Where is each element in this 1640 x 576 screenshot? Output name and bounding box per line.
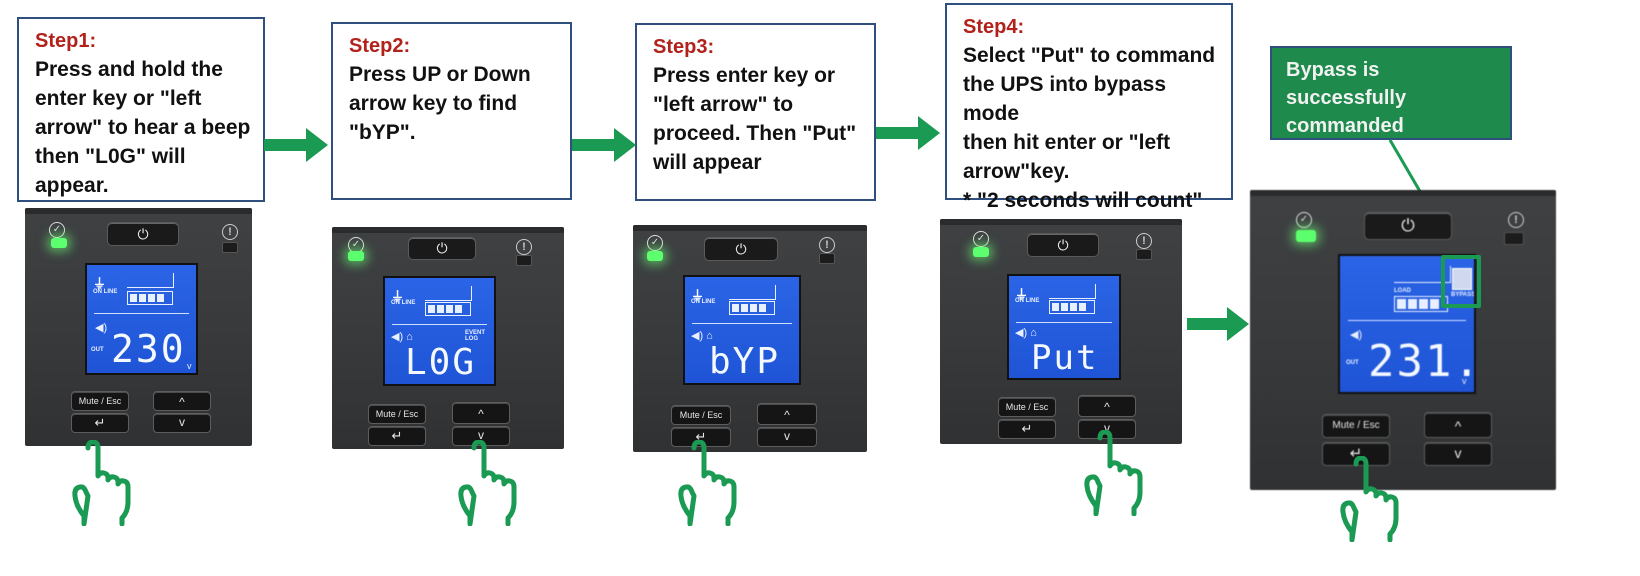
step4-box: Step4: Select "Put" to command the UPS i… (945, 3, 1233, 212)
step2-box: Step2: Press UP or Down arrow key to fin… (331, 22, 572, 200)
power-button[interactable]: ⏻ (704, 237, 778, 261)
step4-line: the UPS into bypass mode (963, 73, 1167, 125)
unit-label: v (1462, 376, 1467, 386)
up-button[interactable]: ^ (452, 402, 510, 424)
enter-button[interactable]: ↵ (368, 426, 426, 446)
warning-led (222, 242, 238, 253)
online-led (51, 238, 67, 248)
step2-line: Press UP or Down (349, 63, 531, 86)
up-button[interactable]: ^ (153, 391, 211, 411)
lcd-display: ⏚ ON LINE ◀) ⌂ Put (1007, 274, 1121, 380)
check-icon: ✓ (647, 235, 663, 251)
lcd-readout: L0G (405, 342, 477, 383)
step1-line: appear. (35, 174, 109, 197)
warning-icon: ! (516, 239, 532, 255)
step1-line: Press and hold the (35, 58, 223, 81)
enter-button[interactable]: ↵ (71, 413, 129, 433)
pointing-hand-icon (458, 440, 517, 526)
step1-line: arrow" to hear a beep (35, 116, 251, 139)
pointing-hand-icon (72, 440, 131, 526)
ups-panel-1: ✓ ⏻ ! ⏚ ON LINE ◀) OUT 230 v Mute / Esc … (25, 208, 252, 446)
bypass-result-box: Bypass is successfully commanded (1270, 46, 1512, 140)
down-button[interactable]: v (153, 413, 211, 433)
power-button[interactable]: ⏻ (107, 222, 179, 246)
result-line: commanded (1286, 115, 1404, 137)
step1-line: enter key or "left (35, 87, 202, 110)
check-icon: ✓ (973, 231, 989, 247)
mute-esc-button[interactable]: Mute / Esc (71, 391, 129, 411)
step3-line: will appear (653, 151, 762, 174)
warning-led (1136, 249, 1152, 260)
step2-title: Step2: (349, 35, 411, 57)
lcd-display: LOAD BYPASS ◀) OUT 231. v (1338, 254, 1476, 394)
step2-line: arrow key to find (349, 92, 518, 115)
mute-esc-button[interactable]: Mute / Esc (998, 397, 1056, 417)
step3-line: Press enter key or (653, 64, 836, 87)
step2-line: "bYP". (349, 121, 416, 144)
pointing-hand-icon (678, 440, 737, 526)
up-button[interactable]: ^ (1424, 412, 1492, 438)
lcd-display: ⏚ ON LINE ◀) OUT 230 v (85, 263, 198, 375)
ups-panel-3: ✓ ⏻ ! ⏚ ON LINE ◀) ⌂ bYP Mute / Esc ↵ ^ … (633, 225, 867, 452)
result-line: Bypass is successfully (1286, 59, 1407, 109)
power-button[interactable]: ⏻ (1364, 212, 1452, 240)
down-button[interactable]: v (757, 427, 817, 447)
warning-icon: ! (1136, 233, 1152, 249)
warning-led (516, 255, 532, 266)
unit-label: v (187, 361, 192, 371)
ups-panel-4: ✓ ⏻ ! ⏚ ON LINE ◀) ⌂ Put Mute / Esc ↵ ^ … (940, 219, 1182, 444)
check-icon: ✓ (49, 222, 65, 238)
step4-title: Step4: (963, 16, 1025, 38)
pointing-hand-icon (1340, 456, 1399, 542)
step1-line: then "L0G" will (35, 145, 186, 168)
bypass-highlight-box (1441, 255, 1481, 308)
bypass-icon (1452, 268, 1472, 290)
online-led (973, 247, 989, 257)
power-button[interactable]: ⏻ (1027, 233, 1099, 257)
lcd-display: ⏚ ON LINE ◀) ⌂ EVENT LOG L0G (383, 276, 496, 386)
check-icon: ✓ (1296, 212, 1312, 228)
warning-led (819, 253, 835, 264)
online-led (1296, 230, 1316, 242)
mute-esc-button[interactable]: Mute / Esc (368, 404, 426, 424)
down-button[interactable]: v (1078, 419, 1136, 439)
ups-panel-5: ✓ ⏻ ! LOAD BYPASS ◀) OUT 231. v Mute / E… (1250, 190, 1556, 490)
warning-led (1504, 232, 1524, 245)
right-arrow-icon (264, 128, 328, 162)
step4-line: * "2 seconds will count" (963, 189, 1203, 212)
step3-box: Step3: Press enter key or "left arrow" t… (635, 23, 876, 201)
right-arrow-icon (876, 116, 940, 150)
up-button[interactable]: ^ (1078, 395, 1136, 417)
mute-esc-button[interactable]: Mute / Esc (671, 405, 731, 425)
lcd-readout: 230 (111, 327, 186, 371)
pointing-hand-icon (1084, 430, 1143, 516)
lcd-readout: bYP (709, 341, 781, 382)
down-button[interactable]: v (1424, 442, 1492, 466)
step3-title: Step3: (653, 36, 715, 58)
right-arrow-icon (572, 128, 636, 162)
online-led (348, 251, 364, 261)
up-button[interactable]: ^ (757, 403, 817, 425)
step4-line: arrow"key. (963, 160, 1070, 183)
step4-line: then hit enter or "left (963, 131, 1171, 154)
enter-button[interactable]: ↵ (998, 419, 1056, 439)
step1-title: Step1: (35, 30, 97, 52)
lcd-display: ⏚ ON LINE ◀) ⌂ bYP (683, 275, 801, 385)
step3-line: proceed. Then "Put" (653, 122, 857, 145)
mute-esc-button[interactable]: Mute / Esc (1322, 414, 1390, 438)
lcd-readout: 231. (1368, 336, 1476, 387)
warning-icon: ! (819, 237, 835, 253)
lcd-readout: Put (1031, 338, 1099, 378)
step1-box: Step1: Press and hold the enter key or "… (17, 17, 265, 202)
warning-icon: ! (222, 224, 238, 240)
enter-button[interactable]: ↵ (671, 427, 731, 447)
warning-icon: ! (1508, 212, 1524, 228)
online-led (647, 251, 663, 261)
right-arrow-icon (1187, 307, 1249, 341)
step4-line: Select "Put" to command (963, 44, 1216, 67)
ups-panel-2: ✓ ⏻ ! ⏚ ON LINE ◀) ⌂ EVENT LOG L0G Mute … (332, 227, 564, 449)
step3-line: "left arrow" to (653, 93, 794, 116)
power-button[interactable]: ⏻ (408, 237, 476, 260)
